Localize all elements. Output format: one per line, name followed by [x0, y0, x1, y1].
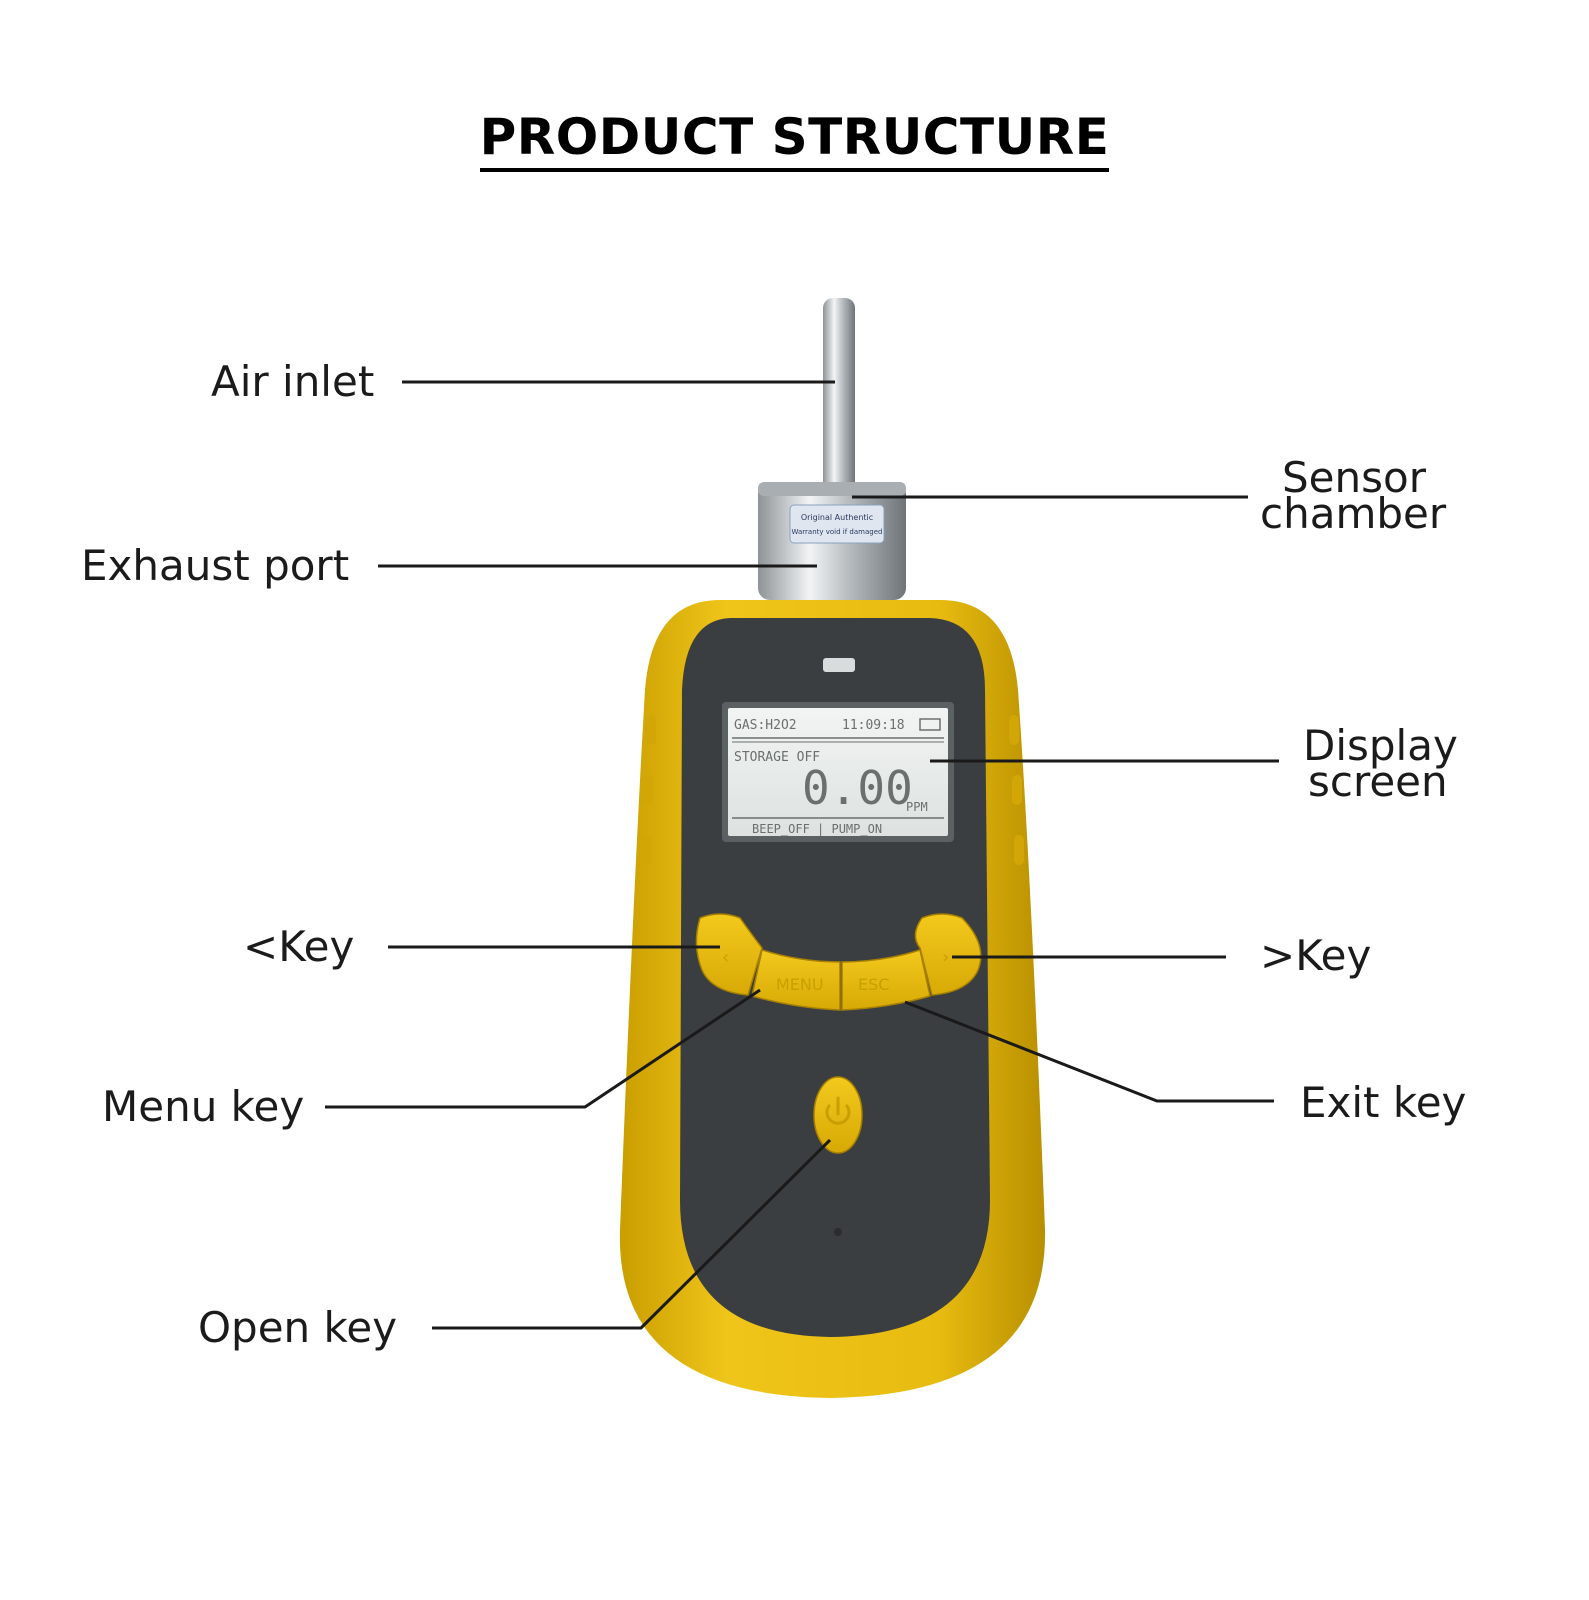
- label-right-key: >Key: [1260, 931, 1371, 980]
- menu-key-label: MENU: [776, 975, 824, 994]
- battery-icon: [919, 718, 941, 731]
- left-arrow-icon: ‹: [722, 947, 729, 968]
- leader-exit-key: [904, 1000, 1274, 1103]
- label-display-1: Display: [1303, 721, 1458, 770]
- label-display-2: screen: [1308, 757, 1448, 806]
- screen-reading: 0.00: [802, 761, 913, 815]
- screen-gas-type: GAS:H2O2: [734, 718, 797, 733]
- label-sensor-chamber-2: chamber: [1260, 489, 1447, 538]
- air-inlet-probe: [823, 298, 855, 498]
- menu-key[interactable]: [751, 949, 841, 1011]
- label-open-key: Open key: [198, 1303, 397, 1352]
- leader-open-key: [432, 1138, 832, 1330]
- label-exhaust-port: Exhaust port: [81, 541, 349, 590]
- page-title: PRODUCT STRUCTURE: [479, 108, 1110, 172]
- screen-storage: STORAGE OFF: [734, 750, 820, 765]
- status-led: [823, 658, 855, 672]
- housing-grip-bumps: [641, 715, 1024, 865]
- authenticity-sticker: [789, 504, 885, 544]
- callout-labels: Air inlet Sensor chamber Exhaust port Di…: [81, 357, 1466, 1352]
- screen-status: BEEP_OFF | PUMP_ON: [752, 822, 882, 836]
- screen-unit: PPM: [906, 800, 928, 814]
- power-icon: [825, 1096, 851, 1125]
- right-arrow-icon: ›: [942, 947, 949, 968]
- page-title-wrap: PRODUCT STRUCTURE: [0, 108, 1589, 172]
- buzzer-hole: [834, 1228, 842, 1236]
- esc-key-label: ESC: [858, 975, 889, 994]
- sticker-text-line2: Warranty void if damaged: [792, 528, 883, 536]
- label-menu-key: Menu key: [102, 1082, 304, 1131]
- label-left-key: <Key: [243, 922, 354, 971]
- screen-time: 11:09:18: [842, 718, 905, 733]
- gas-detector-device: Original Authentic Warranty void if dama…: [619, 298, 1046, 1398]
- key-cluster: ‹ MENU ESC ›: [695, 913, 982, 1011]
- open-key[interactable]: [813, 1076, 863, 1154]
- label-exit-key: Exit key: [1300, 1078, 1466, 1127]
- leader-menu-key: [325, 988, 761, 1109]
- display-screen: GAS:H2O2 11:09:18 STORAGE OFF 0.00 PPM B…: [722, 702, 954, 842]
- esc-key[interactable]: [841, 949, 931, 1011]
- sticker-text-line1: Original Authentic: [801, 513, 873, 522]
- label-air-inlet: Air inlet: [211, 357, 374, 406]
- sensor-chamber-rim: [758, 482, 906, 496]
- leader-lines: [325, 380, 1279, 1330]
- left-key[interactable]: [695, 913, 763, 996]
- label-sensor-chamber-1: Sensor: [1282, 453, 1427, 502]
